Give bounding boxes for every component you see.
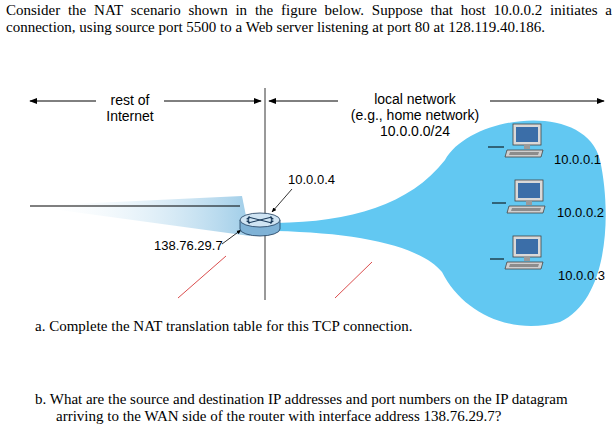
region-label: local network (340, 91, 490, 107)
region-label: (e.g., home network) (340, 107, 490, 123)
problem-statement: Consider the NAT scenario shown in the f… (6, 2, 612, 36)
host-address: 10.0.0.1 (554, 152, 601, 167)
nat-router: 10.0.0.4138.76.29.7 (238, 212, 282, 236)
question-text: b. What are the source and destination I… (35, 391, 613, 425)
computer-icon (505, 124, 545, 160)
host-computer: 10.0.0.1 (505, 124, 545, 160)
router-icon (238, 212, 282, 236)
span-arrow (490, 101, 604, 102)
span-arrow (164, 101, 261, 102)
leader-arrow (222, 230, 241, 244)
boundary-line (265, 88, 266, 300)
subnet-label: 10.0.0.0/24 (340, 123, 490, 139)
region-label: rest of Internet (99, 92, 161, 124)
interface-address: 138.76.29.7 (154, 238, 223, 253)
internet-wedge (30, 196, 250, 236)
span-arrow (30, 101, 96, 102)
computer-icon (505, 236, 545, 272)
host-link (490, 259, 504, 260)
span-arrow (269, 101, 338, 102)
internet-link (30, 206, 240, 207)
leader-arrow (272, 189, 292, 212)
interface-address: 10.0.0.4 (288, 172, 335, 187)
host-address: 10.0.0.2 (557, 205, 604, 220)
projection-line (178, 256, 226, 298)
host-address: 10.0.0.3 (558, 268, 605, 283)
computer-icon (507, 180, 547, 216)
host-link (492, 203, 506, 204)
question-text: a. Complete the NAT translation table fo… (35, 318, 610, 335)
host-computer: 10.0.0.3 (505, 236, 545, 272)
host-link (488, 147, 504, 148)
projection-line (335, 262, 372, 298)
host-computer: 10.0.0.2 (507, 180, 547, 216)
local-network-region (276, 120, 606, 326)
